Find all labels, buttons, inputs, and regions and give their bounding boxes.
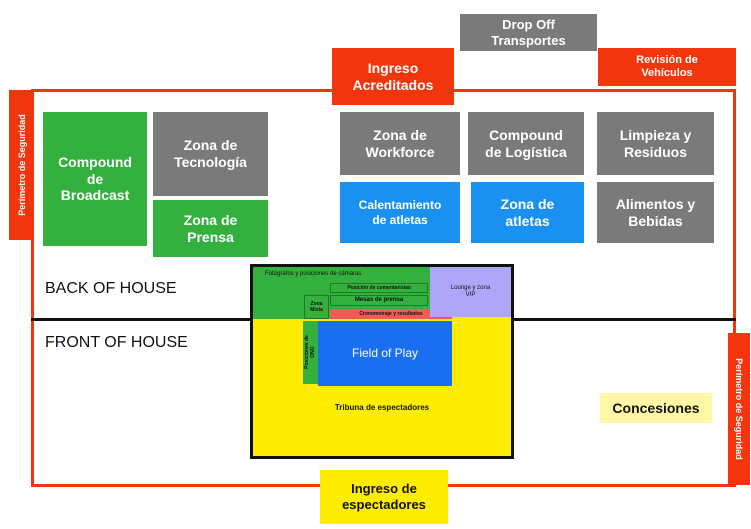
posicion-comentaristas: Posición de comentaristas — [330, 283, 428, 293]
calentamiento-atletas: Calentamiento de atletas — [340, 182, 460, 243]
zona-prensa: Zona de Prensa — [153, 200, 268, 257]
perimetro-left-bar — [9, 90, 34, 240]
perimetro-right-label: Perímetro de Seguridad — [734, 358, 744, 460]
perimetro-left-label: Perímetro de Seguridad — [17, 114, 27, 216]
fotografos-label: Fotógrafos y posiciones de cámaras — [265, 271, 362, 277]
zona-tecnologia: Zona de Tecnología — [153, 112, 268, 196]
drop-off-transportes: Drop Off Transportes — [460, 14, 597, 51]
back-of-house-label: BACK OF HOUSE — [45, 280, 177, 297]
revision-vehiculos: Revisión de Vehículos — [598, 48, 736, 86]
alimentos-bebidas: Alimentos y Bebidas — [597, 182, 714, 243]
perimetro-right-bar — [728, 333, 750, 485]
ingreso-acreditados: Ingreso Acreditados — [332, 48, 454, 105]
limpieza-residuos: Limpieza y Residuos — [597, 112, 714, 175]
posiciones-ono — [303, 321, 318, 384]
zona-mixta: Zona Mixta — [304, 295, 329, 319]
zona-workforce: Zona de Workforce — [340, 112, 460, 175]
front-of-house-label: FRONT OF HOUSE — [45, 334, 188, 351]
concesiones: Concesiones — [600, 393, 712, 423]
posiciones-ono-label: Posiciones de ONO — [304, 335, 316, 369]
cronometraje-resultados: Cronometraje y resultados — [330, 309, 452, 319]
mesas-prensa: Mesas de prensa — [330, 295, 428, 306]
ingreso-espectadores: Ingreso de espectadores — [320, 470, 448, 524]
compound-broadcast: Compound de Broadcast — [43, 112, 147, 246]
field-of-play: Field of Play — [318, 321, 452, 386]
compound-logistica: Compound de Logística — [468, 112, 584, 175]
tribuna-espectadores: Tribuna de espectadores — [334, 403, 430, 412]
lounge-vip: Lounge y zona VIP — [430, 267, 511, 317]
zona-atletas: Zona de atletas — [471, 182, 584, 243]
